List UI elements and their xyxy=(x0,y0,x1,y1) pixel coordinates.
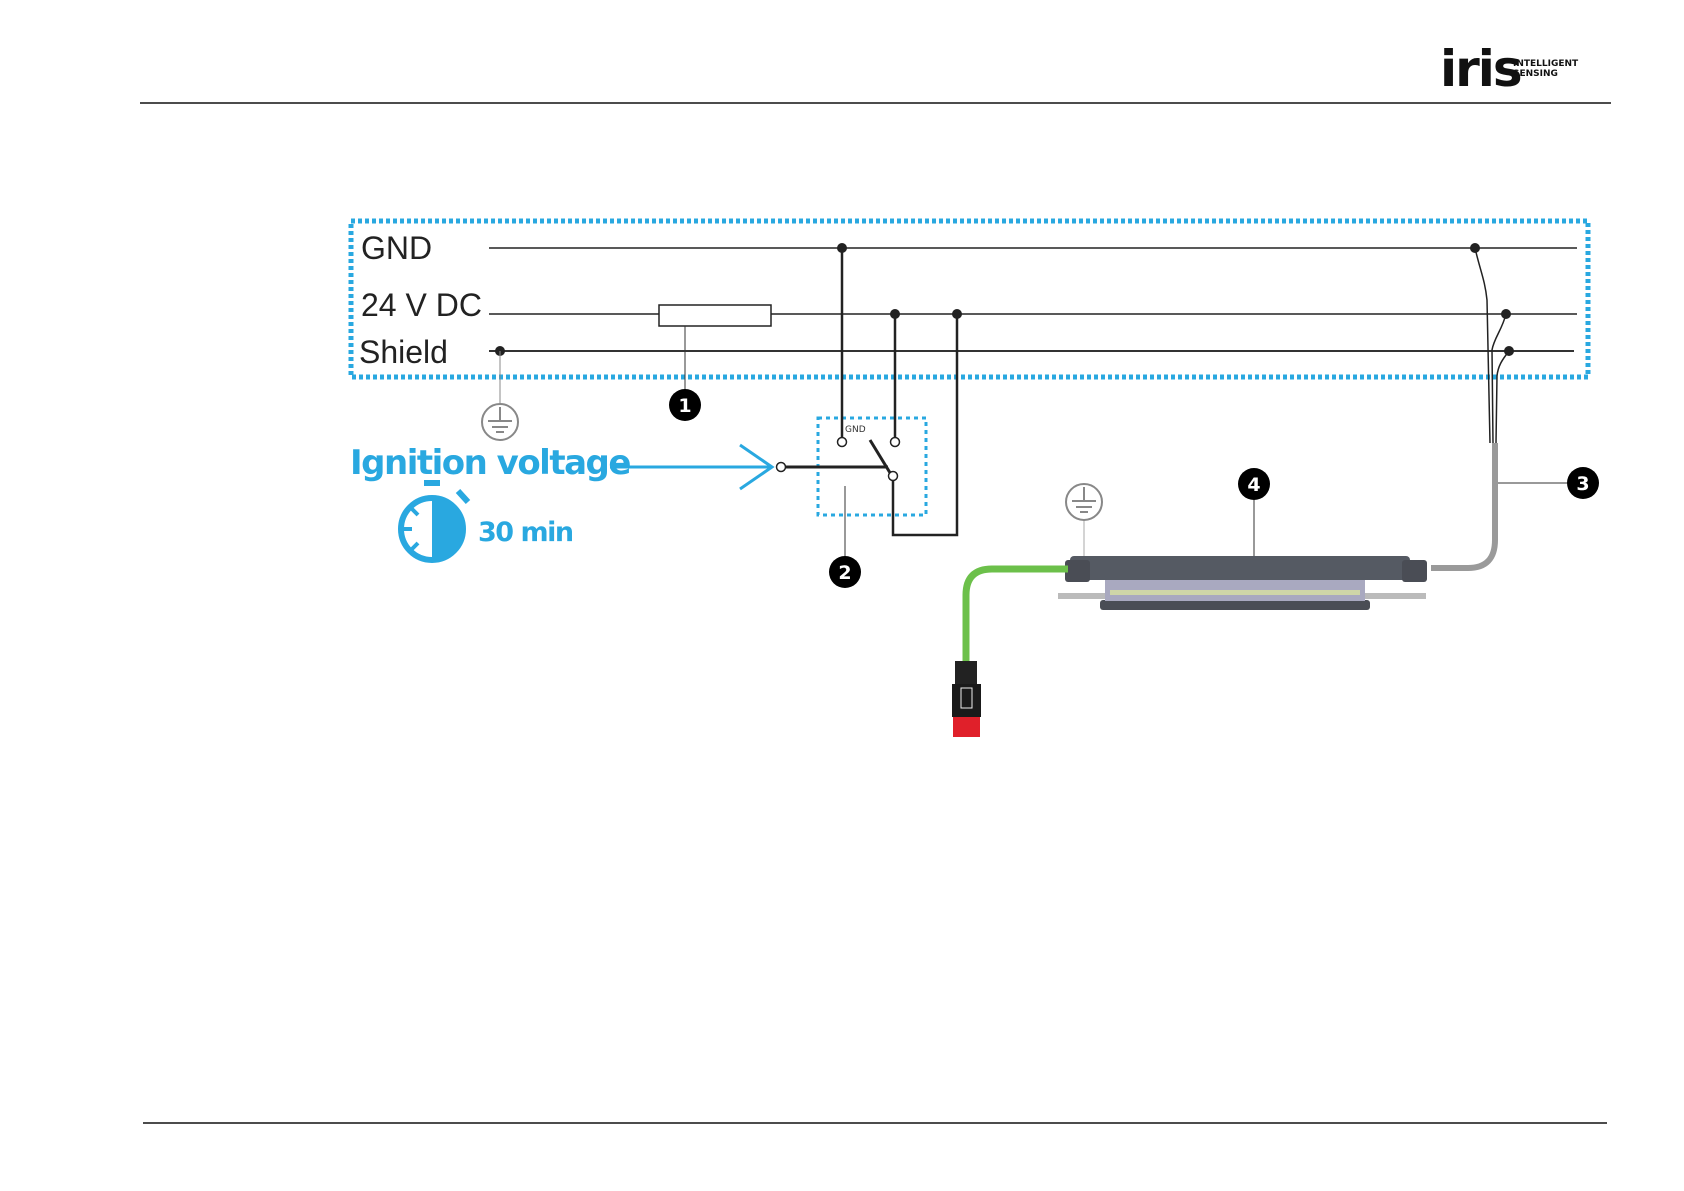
svg-text:3: 3 xyxy=(1576,473,1589,495)
logo: iris INTELLIGENT SENSING xyxy=(1440,40,1579,98)
green-cable xyxy=(966,569,1068,662)
svg-text:4: 4 xyxy=(1247,474,1260,496)
svg-text:SENSING: SENSING xyxy=(1513,69,1558,79)
stopwatch-icon xyxy=(401,480,468,560)
sensor-device xyxy=(1058,556,1427,610)
callout-3: 3 xyxy=(1567,467,1599,499)
gray-cable xyxy=(1431,443,1495,568)
ground-icon xyxy=(482,404,518,440)
bus-box xyxy=(351,221,1588,377)
ground-icon xyxy=(1066,484,1102,520)
rail-label-24vdc: 24 V DC xyxy=(361,287,482,323)
rail-label-gnd: GND xyxy=(361,230,432,266)
callout-2: 2 xyxy=(829,556,861,588)
svg-text:INTELLIGENT: INTELLIGENT xyxy=(1513,59,1579,69)
svg-text:iris: iris xyxy=(1440,40,1521,98)
ignition-voltage-label: Ignition voltage xyxy=(350,443,630,483)
connector xyxy=(952,661,981,737)
rail-label-shield: Shield xyxy=(359,334,448,370)
callout-4: 4 xyxy=(1238,468,1270,500)
svg-text:1: 1 xyxy=(678,395,691,417)
svg-text:GND: GND xyxy=(845,425,866,435)
svg-text:2: 2 xyxy=(838,562,851,584)
fuse xyxy=(659,305,771,326)
timer-label: 30 min xyxy=(478,517,573,548)
callout-1: 1 xyxy=(669,389,701,421)
